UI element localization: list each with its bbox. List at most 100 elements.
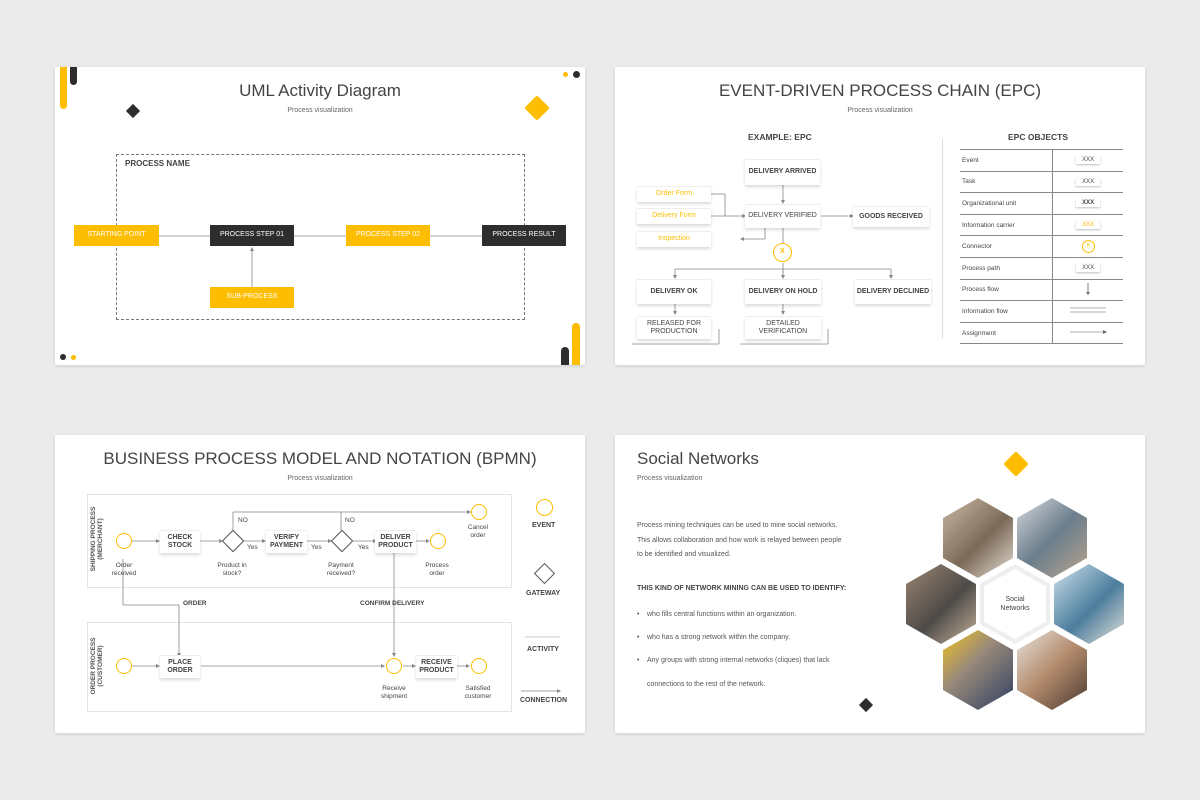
uml-connectors	[155, 234, 486, 287]
bpmn-slide: BUSINESS PROCESS MODEL AND NOTATION (BPM…	[55, 435, 585, 733]
org-unit-sample: XXX	[1076, 199, 1101, 208]
process-step-02-box: PROCESS STEP 02	[346, 225, 430, 246]
yes-label: Yes	[247, 544, 258, 551]
bullet-item: who fills central functions within an or…	[647, 611, 797, 618]
verify-payment-task: VERIFY PAYMENT	[266, 530, 307, 553]
deliver-product-task: DELIVER PRODUCT	[375, 530, 416, 553]
task-detailed-verification: DETAILED VERIFICATION	[745, 316, 821, 339]
center-label-line: Social	[1005, 596, 1025, 603]
meeting-photo-image	[1017, 498, 1087, 578]
paragraph-line: to be identified and visualized.	[637, 551, 731, 558]
decor-bar-yellow	[60, 67, 67, 109]
start-event-icon	[116, 533, 132, 549]
bullet-item: Any groups with strong internal networks…	[647, 657, 830, 664]
obj-label: Information flow	[960, 300, 1053, 323]
obj-label: Connector	[960, 235, 1053, 258]
legend-activity-label: ACTIVITY	[527, 646, 559, 653]
obj-label: Process path	[960, 257, 1053, 280]
center-hex	[984, 569, 1046, 639]
process-flow-arrow-icon	[1086, 282, 1091, 295]
process-name-label: PROCESS NAME	[125, 159, 190, 168]
event-legend-icon	[536, 499, 553, 516]
uml-slide: UML Activity Diagram Process visualizati…	[55, 67, 585, 365]
group-photo-image	[906, 564, 976, 644]
call-center-photo-image	[1054, 564, 1124, 644]
info-inspection: Inspection	[637, 231, 711, 247]
xor-connector: X	[773, 243, 792, 262]
event-goods-received: GOODS RECEIVED	[853, 206, 929, 227]
paragraph-line: Process mining techniques can be used to…	[637, 522, 838, 529]
decor-dot	[60, 354, 66, 360]
decor-diamond-yellow	[1003, 451, 1029, 477]
event-delivery-arrived: DELIVERY ARRIVED	[745, 159, 820, 185]
legend-event-label: EVENT	[532, 522, 556, 529]
order-flow-label: ORDER	[183, 600, 207, 607]
payment-received-label: Payment received?	[326, 562, 356, 578]
receive-shipment-label: Receive shipment	[380, 685, 408, 701]
place-order-task: PLACE ORDER	[160, 655, 200, 678]
event-sample: XXX	[1076, 156, 1101, 165]
satisfied-customer-label: Satisfied customer	[464, 685, 492, 701]
slide-subtitle: Process visualization	[287, 107, 353, 114]
process-order-label: Process order	[425, 562, 449, 578]
satisfied-customer-event-icon	[471, 658, 487, 674]
team-photo-image	[943, 498, 1013, 578]
task-released-for-production: RELEASED FOR PRODUCTION	[637, 316, 711, 339]
order-received-label: Order received	[111, 562, 137, 578]
paragraph-line: This allows collaboration and how work i…	[637, 537, 842, 544]
slide-title: Social Networks	[637, 449, 759, 468]
process-order-event-icon	[430, 533, 446, 549]
slide-title: BUSINESS PROCESS MODEL AND NOTATION (BPM…	[103, 449, 537, 468]
product-in-stock-label: Product in stock?	[217, 562, 247, 578]
legend-gateway-label: GATEWAY	[526, 590, 561, 597]
obj-label: Process flow	[960, 279, 1053, 302]
process-step-01-box: PROCESS STEP 01	[210, 225, 294, 246]
bullet-item: who has a strong network within the comp…	[647, 634, 791, 641]
connector-sample: X	[1081, 240, 1095, 254]
slide-title: UML Activity Diagram	[239, 81, 401, 100]
starting-point-box: STARTING POINT	[74, 225, 159, 246]
event-delivery-ok: DELIVERY OK	[637, 279, 711, 304]
obj-label: Task	[960, 171, 1053, 194]
information-flow-icon	[1070, 308, 1107, 313]
bpmn-connectors	[122, 510, 561, 693]
customer-start-event-icon	[116, 658, 132, 674]
decor-diamond-dark	[858, 697, 874, 713]
event-delivery-declined: DELIVERY DECLINED	[855, 279, 931, 304]
slide-title: EVENT-DRIVEN PROCESS CHAIN (EPC)	[718, 81, 1042, 100]
slide-subtitle: Process visualization	[847, 107, 913, 114]
event-delivery-on-hold: DELIVERY ON HOLD	[745, 279, 821, 304]
decor-bar-dark	[70, 67, 77, 85]
process-path-sample: XXX	[1076, 264, 1101, 273]
info-order-form: Order Form	[637, 186, 711, 202]
check-stock-task: CHECK STOCK	[160, 530, 200, 553]
no-label: NO	[345, 517, 355, 524]
receive-shipment-event-icon	[386, 658, 402, 674]
worker-photo-image	[1017, 630, 1087, 710]
task-sample: XXX	[1076, 177, 1101, 186]
decor-bar-yellow	[572, 323, 580, 365]
process-result-box: PROCESS RESULT	[482, 225, 566, 246]
social-slide: Social Networks Process visualization Pr…	[615, 435, 1145, 733]
decor-dot	[573, 71, 580, 78]
slide-subtitle: Process visualization	[637, 475, 703, 482]
yes-label: Yes	[311, 544, 322, 551]
legend-connection-label: CONNECTION	[520, 697, 568, 704]
assignment-icon	[1070, 330, 1108, 335]
section-heading: THIS KIND OF NETWORK MINING CAN BE USED …	[637, 585, 847, 592]
objects-heading: EPC OBJECTS	[1008, 132, 1068, 142]
divider	[942, 139, 943, 339]
task-delivery-verified: DELIVERY VERIFIED	[745, 204, 820, 228]
center-label-line: Networks	[1000, 605, 1030, 612]
epc-slide: EVENT-DRIVEN PROCESS CHAIN (EPC) Process…	[615, 67, 1145, 365]
no-label: NO	[238, 517, 248, 524]
decor-dot	[563, 72, 568, 77]
obj-label: Information carrier	[960, 214, 1053, 237]
lane-customer	[87, 622, 512, 712]
bullet-marker: •	[637, 611, 640, 618]
obj-label: Assignment	[960, 322, 1053, 345]
bullet-item-continued: connections to the rest of the network.	[647, 681, 766, 688]
obj-label: Event	[960, 149, 1053, 172]
lane-merchant	[87, 494, 512, 588]
